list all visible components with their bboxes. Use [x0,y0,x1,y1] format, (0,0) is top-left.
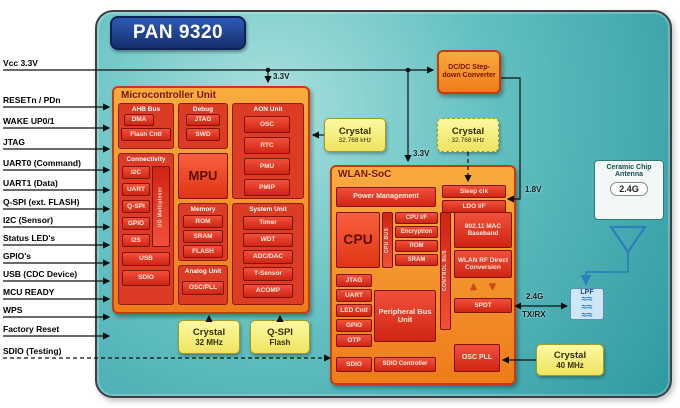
dcdc-converter-block: DC/DC Step-down Converter [437,50,501,94]
crystal-32768-wlan: Crystal 32.768 kHz [437,118,499,152]
mcu-t-sensor-chip: T-Sensor [243,267,293,281]
wlan-jtag-chip: JTAG [336,274,372,287]
mcu-adc-dac-chip: ADC/DAC [243,250,293,264]
wlan-rom-chip: ROM [395,240,438,252]
wlan-sdio-controller-chip: SDIO Controller [374,357,436,372]
wlan-spdt-chip: SPDT [454,298,512,313]
pin-label-jtag: JTAG [3,137,26,147]
mcu-jtag-chip: JTAG [186,114,220,126]
pin-label-uart1: UART1 (Data) [3,178,58,188]
mcu-i2s-chip: I2S [122,234,150,247]
mcu-sdio-chip: SDIO [122,270,170,286]
wlan-control-bus-strip: CONTROL BUS [440,212,451,330]
pin-label-gpio: GPIO's [3,251,32,261]
lpf-wave-icon: ≈≈ [581,310,593,321]
mcu-osc-pll-chip: OSC/PLL [182,281,224,295]
pin-label-mcu-ready: MCU READY [3,287,55,297]
wlan-gpio-chip: GPIO [336,319,372,332]
crystal-32mhz-title: Crystal [192,327,226,338]
mcu-usb-chip: USB [122,252,170,266]
mcu-ahb-panel: AHB Bus [118,103,174,149]
wlan-cpu-chip: CPU [336,212,380,268]
lpf-wave-icon: ≈≈ [581,302,593,313]
wlan-sleep-clk-chip: Sleep clk [442,185,506,198]
crystal-40mhz: Crystal 40 MHz [536,344,604,376]
mcu-pmu-chip: PMU [244,158,290,175]
crystal-32768-wlan-value: 32.768 kHz [451,137,485,144]
wlan-led-cntl-chip: LED Cntl [336,304,372,317]
mcu-uart-chip: UART [122,183,150,196]
crystal-32mhz: Crystal 32 MHz [178,320,240,354]
mcu-dma-chip: DMA [124,114,154,126]
mcu-title: Microcontroller Unit [121,90,217,101]
mcu-flash-chip: FLASH [183,245,223,258]
net-label-3v3-mcu: 3.3V [273,72,290,81]
pin-label-qspi: Q-SPI (ext. FLASH) [3,197,80,207]
net-label-3v3-wlan: 3.3V [413,149,430,158]
crystal-32768-mcu: Crystal 32.768 kHz [324,118,386,152]
antenna-title: Ceramic Chip Antenna [606,164,652,178]
qspi-flash-value: Flash [269,338,291,347]
mcu-i2c-chip: I2C [122,166,150,179]
wlan-mac-baseband-chip: 802.11 MAC Baseband [454,212,512,248]
pin-label-sdio-testing: SDIO (Testing) [3,346,62,356]
mcu-flash-cntl-chip: Flash Cntl [121,128,171,141]
net-label-2g4: 2.4G [526,292,544,301]
wlan-osc-pll-chip: OSC PLL [454,344,500,372]
wlan-cpu-if-chip: CPU I/F [395,212,438,224]
wlan-power-mgmt-chip: Power Management [336,187,436,207]
wlan-sram-chip: SRAM [395,254,438,266]
page-title: PAN 9320 [110,16,246,50]
mcu-rtc-chip: RTC [244,137,290,154]
crystal-40mhz-value: 40 MHz [556,361,584,370]
mcu-timer-chip: Timer [243,216,293,230]
wlan-soc-title: WLAN-SoC [338,169,392,180]
lpf-label: LPF [580,289,594,296]
crystal-40mhz-title: Crystal [553,350,587,361]
mcu-debug-panel: Debug [178,103,228,149]
pin-label-i2c: I2C (Sensor) [3,215,54,225]
wlan-peripheral-bus-chip: Peripheral Bus Unit [374,290,436,342]
pin-label-usb: USB (CDC Device) [3,269,78,279]
wlan-rf-chip: WLAN RF Direct Conversion [454,250,512,278]
mcu-rom-chip: ROM [183,215,223,228]
crystal-32768-mcu-value: 32.768 kHz [338,137,372,144]
rx-amp-icon: ▼ [487,281,498,293]
pin-label-wps: WPS [3,305,23,315]
antenna-band-pill: 2.4G [610,182,648,196]
wlan-cpu-bus-strip: CPU BUS [382,212,393,268]
qspi-flash-title: Q-SPI [267,327,293,338]
net-label-1v8: 1.8V [525,185,542,194]
lpf-block: LPF ≈≈ ≈≈ ≈≈ [570,288,604,321]
mcu-qspi-chip: Q-SPI [122,200,150,213]
mcu-wdt-chip: WDT [243,233,293,247]
wlan-uart-chip: UART [336,289,372,302]
net-label-txrx: TX/RX [522,310,546,319]
crystal-32mhz-value: 32 MHz [195,338,223,347]
crystal-32768-mcu-title: Crystal [338,126,372,137]
pin-label-uart0: UART0 (Command) [3,158,81,168]
tx-amp-icon: ▲ [468,281,479,293]
mcu-mpu-chip: MPU [178,153,228,199]
pin-label-reset: RESETn / PDn [3,95,61,105]
mcu-gpio-chip: GPIO [122,217,150,230]
pin-label-status-led: Status LED's [3,233,56,243]
qspi-flash-block: Q-SPI Flash [250,320,310,354]
tx-rx-amplifier-icons: ▲ ▼ [454,279,512,296]
mcu-acomp-chip: ACOMP [243,284,293,298]
wlan-encryption-chip: Encryption [395,226,438,238]
antenna-box: Ceramic Chip Antenna 2.4G [594,160,664,220]
pin-label-vcc: Vcc 3.3V [3,58,38,68]
mcu-swd-chip: SWD [186,128,220,141]
wlan-otp-chip: OTP [336,334,372,347]
pin-label-factory-reset: Factory Reset [3,324,60,334]
mcu-pmip-chip: PMIP [244,179,290,196]
mcu-io-multiplexer-strip: I/O Multiplexer [152,166,170,247]
mcu-sram-chip: SRAM [183,230,223,243]
wlan-sdio-chip: SDIO [336,357,372,372]
lpf-wave-icon: ≈≈ [581,294,593,305]
mcu-osc-chip: OSC [244,116,290,133]
crystal-32768-wlan-title: Crystal [451,126,485,137]
pin-label-wakeup: WAKE UP0/1 [3,116,55,126]
